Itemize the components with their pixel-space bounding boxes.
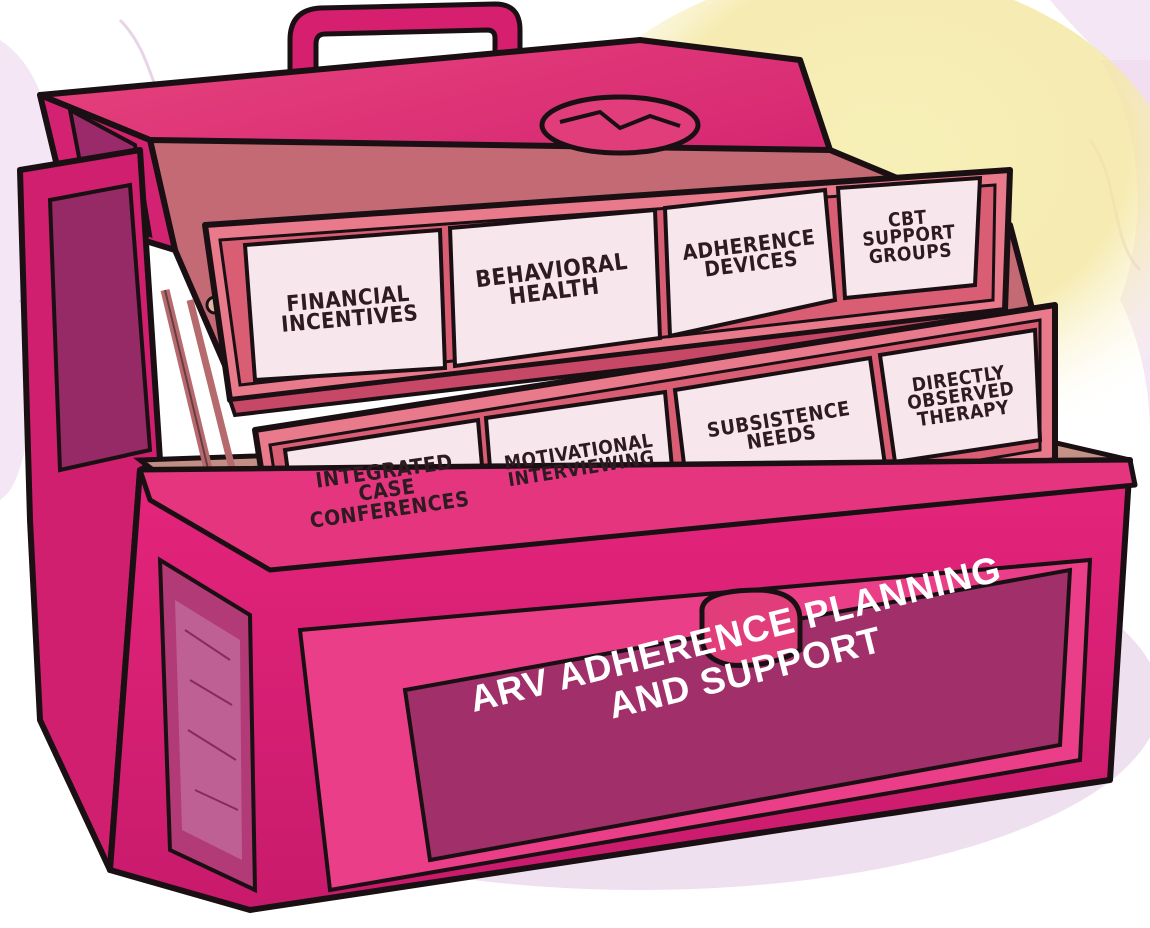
compartment-behavioral-health: BEHAVIORAL HEALTH — [451, 211, 654, 353]
compartment-directly-observed-therapy: DIRECTLY OBSERVED THERAPY — [879, 330, 1043, 464]
compartment-label: BEHAVIORAL HEALTH — [474, 248, 630, 311]
compartment-label: INTEGRATED CASE CONFERENCES — [308, 449, 471, 533]
compartment-label: DIRECTLY OBSERVED THERAPY — [905, 361, 1016, 431]
compartment-label: CBT SUPPORT GROUPS — [861, 206, 957, 269]
compartment-cbt-support-groups: CBT SUPPORT GROUPS — [841, 179, 978, 296]
compartment-label: SUBSISTENCE NEEDS — [705, 395, 852, 455]
toolbox-front — [107, 457, 1138, 913]
top-tray — [202, 167, 1013, 418]
compartment-label: MOTIVATIONAL INTERVIEWING — [502, 429, 657, 492]
compartment-label: FINANCIAL INCENTIVES — [280, 281, 420, 338]
compartment-adherence-devices: ADHERENCE DEVICES — [666, 191, 834, 319]
compartment-financial-incentives: FINANCIAL INCENTIVES — [253, 242, 445, 377]
compartment-label: ADHERENCE DEVICES — [680, 224, 817, 282]
